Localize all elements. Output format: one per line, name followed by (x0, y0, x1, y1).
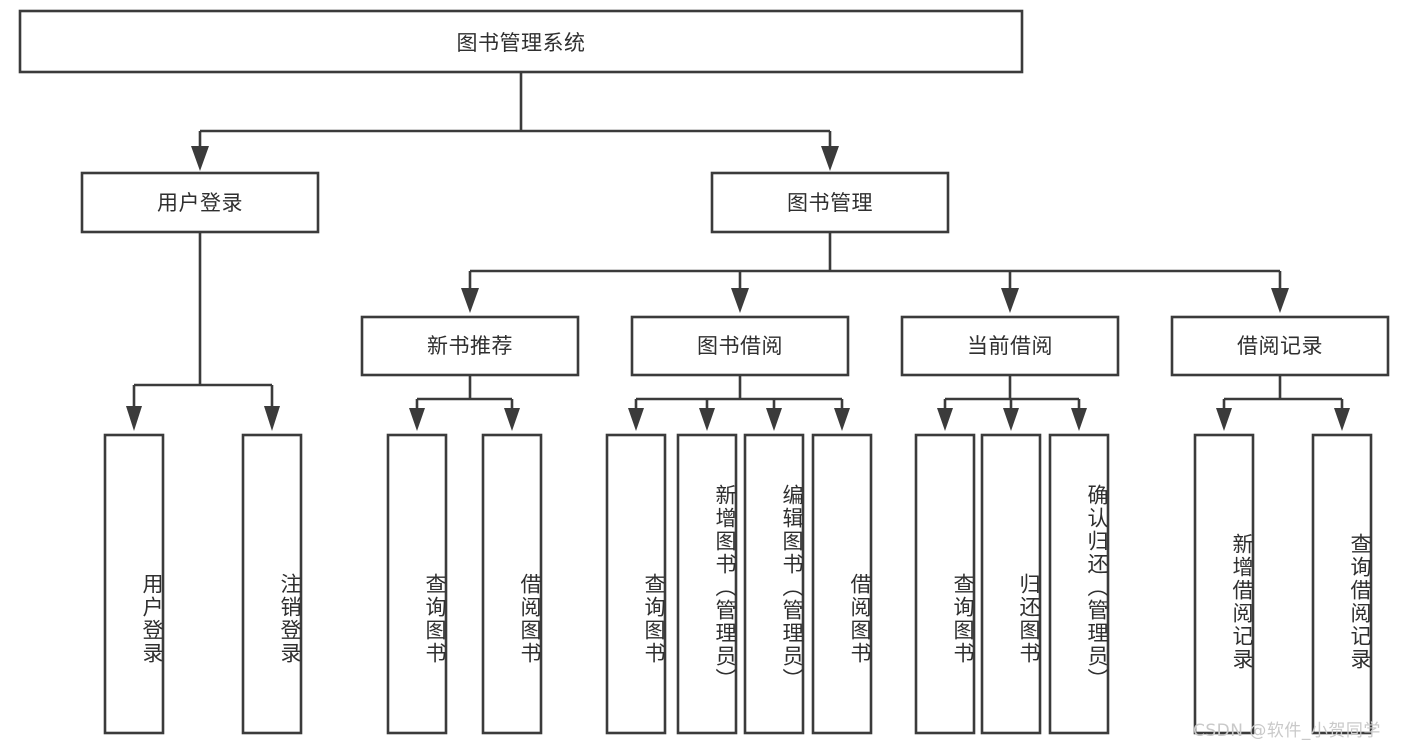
arrow-head-nb-borrow-book (504, 408, 520, 431)
leaf-box-br-query-record[interactable] (1311, 433, 1373, 735)
arrow-head-nb-query-book (409, 408, 425, 431)
csdn-watermark: CSDN @软件_小贺同学 (1193, 721, 1381, 741)
arrow-head-book-manage (821, 146, 839, 171)
leaf-box-bb-borrow-book[interactable] (811, 433, 873, 735)
arrow-head-borrow-record (1271, 288, 1289, 313)
leaf-box-bb-query-book[interactable] (605, 433, 667, 735)
leaf-box-cb-return-book[interactable] (980, 433, 1042, 735)
node-user-login-box[interactable] (80, 171, 320, 234)
arrow-head-book-borrow (731, 288, 749, 313)
connector-group-root (191, 72, 839, 171)
connector-group-book-borrow (628, 375, 850, 431)
node-current-borrow-label: 当前借阅 (967, 334, 1053, 358)
arrow-head-br-query-record (1334, 408, 1350, 431)
leaf-box-br-add-record[interactable] (1193, 433, 1255, 735)
node-root-system-label: 图书管理系统 (457, 31, 586, 55)
node-new-book-recommend-label: 新书推荐 (427, 334, 513, 358)
node-book-borrow[interactable]: 图书借阅 (630, 315, 850, 377)
node-user-login[interactable]: 用户登录 (80, 171, 320, 234)
arrow-head-br-add-record (1216, 408, 1232, 431)
node-user-login-label: 用户登录 (157, 191, 243, 215)
arrow-head-bb-add-book (699, 408, 715, 431)
node-current-borrow-box[interactable] (900, 315, 1120, 377)
arrow-head-new-book-recommend (461, 288, 479, 313)
connector-group-current-borrow (937, 375, 1087, 431)
arrow-head-bb-edit-book (766, 408, 782, 431)
node-new-book-recommend-box[interactable] (360, 315, 580, 377)
node-book-manage-label: 图书管理 (787, 191, 873, 215)
node-borrow-record[interactable]: 借阅记录 (1170, 315, 1390, 377)
node-new-book-recommend[interactable]: 新书推荐 (360, 315, 580, 377)
arrow-head-cb-query-book (937, 408, 953, 431)
leaf-box-bb-add-book[interactable] (676, 433, 738, 735)
node-current-borrow[interactable]: 当前借阅 (900, 315, 1120, 377)
leaf-box-cb-query-book[interactable] (914, 433, 976, 735)
arrow-head-leaf-user-login (126, 406, 142, 431)
node-book-manage-box[interactable] (710, 171, 950, 234)
node-root-system-box[interactable] (18, 9, 1024, 74)
arrow-head-cb-confirm-return (1071, 408, 1087, 431)
arrow-head-user-login (191, 146, 209, 171)
connector-group-user-login (126, 232, 280, 431)
connector-group-book-manage (461, 232, 1289, 313)
connector-group-borrow-record (1216, 375, 1350, 431)
arrow-head-cb-return-book (1003, 408, 1019, 431)
node-book-borrow-box[interactable] (630, 315, 850, 377)
leaf-box-nb-borrow-book[interactable] (481, 433, 543, 735)
node-book-borrow-label: 图书借阅 (697, 334, 783, 358)
node-book-manage[interactable]: 图书管理 (710, 171, 950, 234)
connector-group-new-book-recommend (409, 375, 520, 431)
node-borrow-record-box[interactable] (1170, 315, 1390, 377)
leaf-box-logout[interactable] (241, 433, 303, 735)
arrow-head-bb-query-book (628, 408, 644, 431)
leaf-box-user-login[interactable] (103, 433, 165, 735)
arrow-head-leaf-logout (264, 406, 280, 431)
leaf-box-cb-confirm-return[interactable] (1048, 433, 1110, 735)
arrow-head-current-borrow (1001, 288, 1019, 313)
node-root-system[interactable]: 图书管理系统 (18, 9, 1024, 74)
node-borrow-record-label: 借阅记录 (1237, 334, 1323, 358)
leaf-box-nb-query-book[interactable] (386, 433, 448, 735)
leaf-box-bb-edit-book[interactable] (743, 433, 805, 735)
arrow-head-bb-borrow-book (834, 408, 850, 431)
